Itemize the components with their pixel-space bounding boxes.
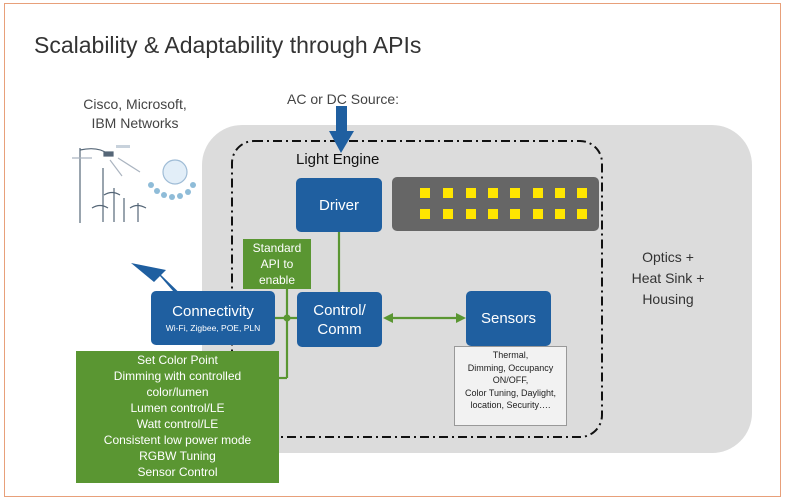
api-line-3: enable [258, 273, 296, 287]
networks-label: Cisco, Microsoft, IBM Networks [60, 95, 210, 133]
control-line-1: Control/ [313, 301, 366, 319]
optics-line-1: Optics + [642, 249, 694, 265]
control-arrowhead [383, 313, 393, 323]
optics-line-3: Housing [642, 291, 694, 307]
sensors-label: Sensors [480, 310, 537, 327]
led [466, 188, 476, 198]
feature-item: Set Color Point [137, 353, 218, 367]
networks-line-2: IBM Networks [91, 115, 179, 131]
connectivity-box: Connectivity Wi-Fi, Zigbee, POE, PLN [151, 291, 275, 345]
led [533, 188, 543, 198]
led [510, 209, 520, 219]
feature-item: color/lumen [146, 385, 209, 399]
api-line-1: Standard [252, 241, 302, 255]
led [555, 209, 565, 219]
led [533, 209, 543, 219]
led [420, 209, 430, 219]
control-line-2: Comm [317, 320, 362, 338]
power-input-arrow [329, 106, 354, 153]
light-engine-label: Light Engine [296, 151, 380, 168]
led [420, 188, 430, 198]
sensor-detail-line: Dimming, Occupancy [467, 362, 554, 373]
networks-line-1: Cisco, Microsoft, [83, 96, 187, 112]
led [488, 209, 498, 219]
optics-label: Optics + Heat Sink + Housing [618, 247, 718, 310]
led [577, 188, 587, 198]
led [577, 209, 587, 219]
features-box: Set Color Point Dimming with controlled … [76, 351, 279, 483]
led [466, 209, 476, 219]
sensor-detail-line: ON/OFF, [492, 375, 529, 385]
feature-item: Consistent low power mode [103, 433, 252, 447]
connectivity-title: Connectivity [172, 303, 254, 320]
streetlight-network-illustration [72, 145, 196, 223]
led-array-panel [392, 177, 599, 231]
api-line-2: API to [260, 257, 294, 271]
sensor-detail-line: location, Security…. [470, 400, 551, 410]
control-comm-box: Control/ Comm [297, 292, 382, 347]
connectivity-arrow [131, 263, 194, 314]
driver-label: Driver [319, 196, 359, 214]
led [443, 209, 453, 219]
feature-item: Lumen control/LE [130, 401, 225, 415]
sensor-detail-line: Color Tuning, Daylight, [464, 387, 557, 398]
sensor-detail-box: Thermal, Dimming, Occupancy ON/OFF, Colo… [454, 346, 567, 426]
standard-api-box: Standard API to enable [243, 239, 311, 289]
slide-frame [4, 3, 781, 497]
led [443, 188, 453, 198]
led [510, 188, 520, 198]
led [555, 188, 565, 198]
power-source-label: AC or DC Source: [287, 91, 400, 107]
driver-box: Driver [296, 178, 382, 232]
slide-title: Scalability & Adaptability through APIs [34, 32, 422, 58]
sensor-detail-line: Thermal, [492, 350, 529, 360]
feature-item: RGBW Tuning [139, 449, 216, 463]
feature-item: Sensor Control [137, 465, 218, 479]
optics-line-2: Heat Sink + [631, 270, 705, 286]
feature-item: Watt control/LE [136, 417, 219, 431]
feature-item: Dimming with controlled [113, 369, 242, 383]
sensors-box: Sensors [466, 291, 551, 346]
connectivity-protocols: Wi-Fi, Zigbee, POE, PLN [165, 323, 261, 333]
led [488, 188, 498, 198]
sensors-arrowhead [456, 313, 466, 323]
junction-node [283, 314, 291, 322]
